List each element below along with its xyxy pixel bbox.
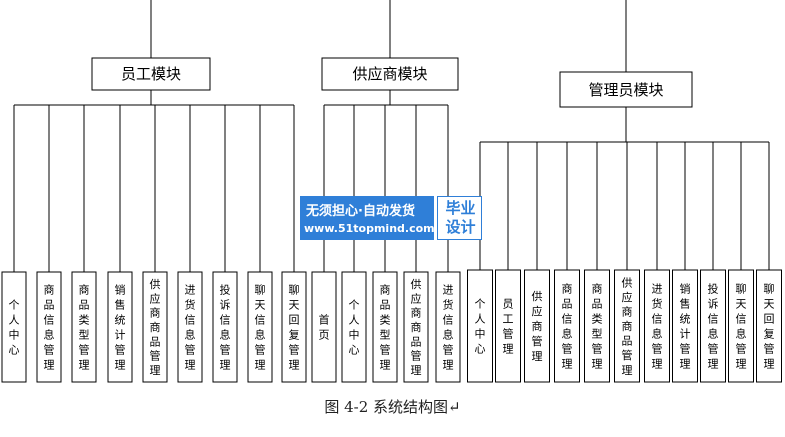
module-label: 管理员模块 — [588, 81, 663, 99]
leaf-nodes: 个人中心 商品信息管理 商品类型管理 销售统计管理 供应商商品管理 进货信息管理 投诉信息管… — [1, 269, 782, 383]
watermark-side: 毕业 设计 — [437, 196, 482, 240]
leaf-node: 商品信息管理 — [554, 269, 580, 383]
watermark-slogan: 无须担心·自动发货 — [306, 204, 415, 219]
leaf-node: 首页 — [311, 271, 337, 383]
leaf-box — [36, 271, 62, 383]
leaf-node: 进货信息管理 — [644, 269, 670, 383]
leaf-node: 销售统计管理 — [107, 271, 133, 383]
leaf-node: 商品信息管理 — [36, 271, 62, 383]
leaf-node: 商品类型管理 — [71, 271, 97, 383]
leaf-label: 商品类型管理 — [380, 283, 391, 372]
module-label: 供应商模块 — [352, 65, 427, 83]
module-box — [321, 57, 459, 91]
leaf-box — [644, 269, 670, 383]
watermark-main: 无须担心·自动发货 www.51topmind.com — [300, 196, 435, 240]
leaf-label: 供应商管理 — [532, 289, 543, 363]
leaf-node: 供应商管理 — [524, 269, 550, 383]
connector-lines — [13, 0, 770, 272]
leaf-node: 个人中心 — [341, 271, 367, 383]
leaf-box — [247, 271, 273, 383]
leaf-node: 个人中心 — [467, 269, 493, 383]
leaf-node: 聊天回复管理 — [756, 269, 782, 383]
leaf-label: 进货信息管理 — [185, 284, 196, 372]
figure-caption: 图 4-2 系统结构图↵ — [324, 398, 461, 416]
leaf-box — [107, 271, 133, 383]
module-staff: 员工模块 — [91, 57, 211, 91]
leaf-label: 商品信息管理 — [44, 283, 55, 372]
watermark-url: www.51topmind.com — [304, 222, 435, 235]
leaf-node: 聊天回复管理 — [281, 271, 307, 383]
leaf-label: 员工管理 — [503, 298, 514, 356]
leaf-label: 投诉信息管理 — [708, 282, 719, 371]
leaf-box — [554, 269, 580, 383]
leaf-box — [728, 269, 754, 383]
watermark-badge: 无须担心·自动发货 www.51topmind.com 毕业 设计 — [300, 196, 482, 240]
leaf-label: 个人中心 — [475, 298, 486, 356]
leaf-box — [756, 269, 782, 383]
leaf-box — [341, 271, 367, 383]
leaf-label: 商品类型管理 — [592, 282, 603, 371]
leaf-label: 进货信息管理 — [443, 284, 454, 372]
leaf-node: 销售统计管理 — [672, 269, 698, 383]
leaf-label: 个人中心 — [349, 299, 360, 357]
leaf-label: 供应商商品管理 — [622, 275, 633, 376]
leaf-label: 个人中心 — [9, 299, 20, 357]
watermark-side-text: 毕业 设计 — [445, 199, 476, 236]
leaf-node: 员工管理 — [495, 269, 521, 383]
leaf-label: 聊天回复管理 — [764, 282, 775, 371]
leaf-label: 供应商商品管理 — [150, 277, 161, 377]
leaf-box — [700, 269, 726, 383]
leaf-box — [403, 271, 429, 383]
leaf-box — [672, 269, 698, 383]
leaf-box — [495, 269, 521, 383]
leaf-box — [177, 271, 203, 383]
module-box — [91, 57, 211, 91]
leaf-box — [1, 271, 27, 383]
module-label: 员工模块 — [121, 65, 181, 83]
leaf-label: 首页 — [319, 313, 330, 342]
leaf-box — [71, 271, 97, 383]
leaf-label: 销售统计管理 — [115, 283, 126, 372]
leaf-node: 供应商商品管理 — [142, 271, 168, 383]
leaf-node: 投诉信息管理 — [700, 269, 726, 383]
module-supplier: 供应商模块 — [321, 57, 459, 91]
leaf-box — [281, 271, 307, 383]
leaf-label: 投诉信息管理 — [220, 283, 231, 372]
leaf-box — [372, 271, 398, 383]
leaf-box — [435, 271, 461, 383]
leaf-node: 投诉信息管理 — [212, 271, 238, 383]
leaf-label: 聊天回复管理 — [289, 283, 300, 372]
leaf-label: 聊天信息管理 — [255, 283, 266, 372]
leaf-label: 销售统计管理 — [680, 282, 691, 371]
leaf-box — [614, 269, 640, 383]
leaf-node: 商品类型管理 — [584, 269, 610, 383]
leaf-box — [142, 271, 168, 383]
leaf-node: 聊天信息管理 — [728, 269, 754, 383]
leaf-label: 商品信息管理 — [562, 282, 573, 371]
leaf-node: 聊天信息管理 — [247, 271, 273, 383]
leaf-label: 聊天信息管理 — [736, 282, 747, 371]
leaf-label: 供应商商品管理 — [411, 277, 422, 377]
leaf-box — [467, 269, 493, 383]
leaf-node: 进货信息管理 — [435, 271, 461, 383]
module-box — [559, 71, 693, 108]
module-admin: 管理员模块 — [559, 71, 693, 108]
leaf-node: 个人中心 — [1, 271, 27, 383]
leaf-node: 供应商商品管理 — [614, 269, 640, 383]
leaf-box — [311, 271, 337, 383]
leaf-node: 商品类型管理 — [372, 271, 398, 383]
leaf-box — [584, 269, 610, 383]
leaf-label: 商品类型管理 — [79, 283, 90, 372]
leaf-box — [524, 269, 550, 383]
leaf-node: 供应商商品管理 — [403, 271, 429, 383]
leaf-box — [212, 271, 238, 383]
leaf-label: 进货信息管理 — [652, 283, 663, 371]
leaf-node: 进货信息管理 — [177, 271, 203, 383]
